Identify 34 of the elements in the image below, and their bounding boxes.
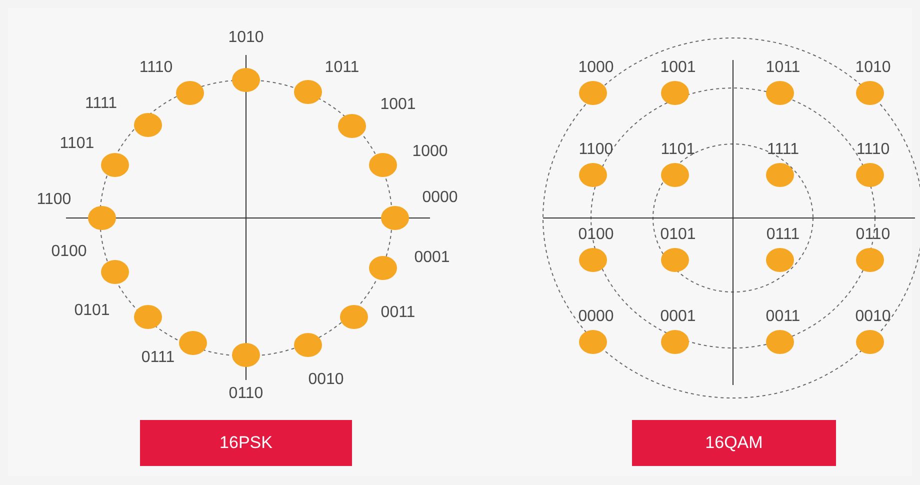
bit-code-label: 1001 — [660, 59, 696, 77]
bit-code-label: 0001 — [414, 249, 450, 267]
bit-code-label: 1011 — [766, 59, 800, 77]
bit-code-label: 0101 — [74, 302, 110, 320]
bit-code-label: 0101 — [660, 226, 696, 244]
bit-code-label: 0000 — [578, 308, 614, 326]
bit-code-label: 1110 — [856, 141, 890, 159]
bit-code-label: 1000 — [578, 59, 614, 77]
bit-code-label: 1010 — [855, 59, 891, 77]
title-banner: 16QAM — [632, 420, 836, 466]
bit-code-label: 1001 — [380, 96, 416, 114]
title-banner: 16PSK — [140, 420, 352, 466]
bit-code-label: 0011 — [380, 304, 416, 322]
bit-code-label: 1100 — [36, 191, 72, 209]
bit-code-label: 1000 — [412, 143, 448, 161]
bit-code-label: 1101 — [660, 141, 696, 159]
bit-code-label: 0011 — [766, 308, 800, 326]
bit-code-label: 0010 — [855, 308, 891, 326]
bit-code-label: 0100 — [51, 243, 87, 261]
bit-code-label: 1100 — [578, 141, 614, 159]
bit-code-label: 1110 — [139, 59, 173, 77]
bit-code-label: 0001 — [660, 308, 696, 326]
bit-code-label: 0100 — [578, 226, 614, 244]
bit-code-label: 0110 — [856, 226, 890, 244]
bit-code-label: 1101 — [60, 135, 94, 153]
bit-code-label: 0111 — [141, 349, 175, 367]
bit-code-label: 1011 — [324, 59, 360, 77]
bit-code-label: 0110 — [228, 385, 264, 403]
bit-code-label: 1111 — [766, 141, 800, 159]
bit-code-label: 0111 — [766, 226, 800, 244]
bit-code-label: 1010 — [228, 29, 264, 47]
bit-code-label: 0000 — [422, 189, 458, 207]
bit-code-label: 0010 — [308, 371, 344, 389]
bit-code-label: 1111 — [84, 95, 118, 113]
